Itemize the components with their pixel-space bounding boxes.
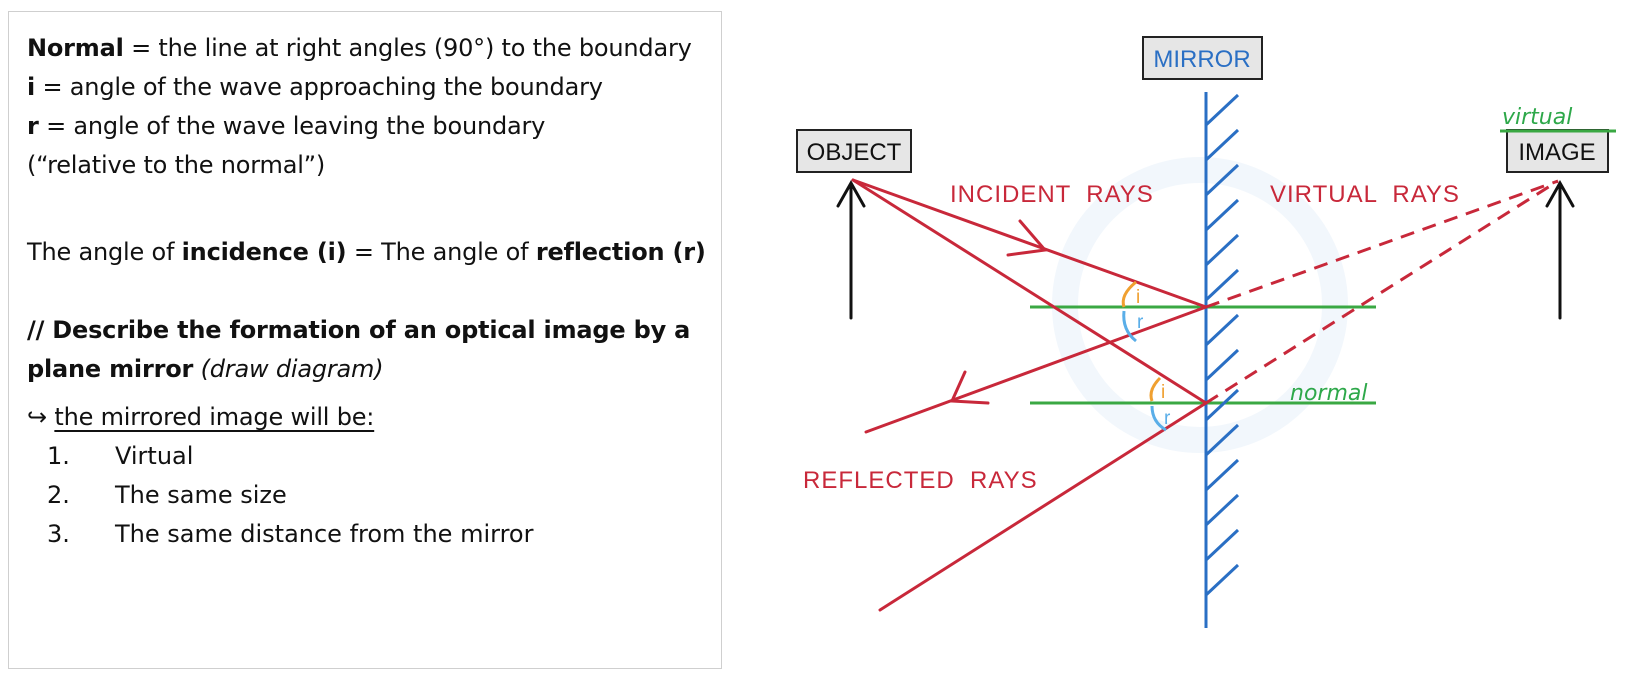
object-label-box bbox=[796, 129, 912, 173]
normal-def: = the line at right angles (90°) to the … bbox=[123, 34, 692, 62]
law-of-reflection: The angle of incidence (i) = The angle o… bbox=[27, 238, 706, 266]
relative-note: (“relative to the normal”) bbox=[27, 151, 326, 179]
r-definition: r = angle of the wave leaving the bounda… bbox=[27, 112, 545, 140]
virtual-rays bbox=[1205, 179, 1559, 405]
image-arrow bbox=[1545, 179, 1575, 320]
r-term: r bbox=[27, 112, 39, 140]
question-line-1: // Describe the formation of an optical … bbox=[27, 316, 690, 344]
watermark bbox=[1052, 157, 1348, 453]
i-term: i bbox=[27, 73, 36, 101]
question-bold: plane mirror bbox=[27, 355, 194, 383]
angle-r-label-upper: r bbox=[1137, 312, 1144, 333]
list-item-number: 1. bbox=[47, 442, 70, 470]
incident-rays bbox=[851, 178, 1208, 405]
r-def: = angle of the wave leaving the boundary bbox=[38, 112, 546, 140]
image-label: IMAGE bbox=[1518, 139, 1595, 166]
law-c: = The angle of bbox=[346, 238, 536, 266]
angle-i-label-upper: i bbox=[1136, 287, 1140, 308]
reflected-rays-label: REFLECTED RAYS bbox=[803, 467, 1038, 494]
mirror bbox=[1204, 92, 1240, 628]
reflected-rays bbox=[864, 305, 1208, 612]
question-italic: (draw diagram) bbox=[193, 355, 384, 383]
normal-definition: Normal = the line at right angles (90°) … bbox=[27, 34, 692, 62]
hook-arrow-icon: ↪ bbox=[27, 403, 47, 431]
mirrored-intro-text: the mirrored image will be: bbox=[54, 403, 375, 431]
image-label-box bbox=[1506, 129, 1609, 173]
list-item-number: 2. bbox=[47, 481, 70, 509]
angle-r-arc-upper bbox=[1122, 310, 1137, 343]
question-text: // Describe the formation of an optical … bbox=[27, 316, 691, 344]
mirrored-intro: ↪ the mirrored image will be: bbox=[27, 403, 374, 431]
angle-i-arc-upper bbox=[1121, 280, 1137, 308]
list-item-number: 3. bbox=[47, 520, 70, 548]
angle-i-label-lower: i bbox=[1161, 382, 1165, 403]
angle-r-label-lower: r bbox=[1164, 408, 1171, 429]
object-label: OBJECT bbox=[807, 139, 902, 166]
virtual-annotation: virtual bbox=[1502, 105, 1572, 130]
angle-i-arc-lower bbox=[1149, 376, 1162, 402]
question-line-2: plane mirror (draw diagram) bbox=[27, 355, 384, 383]
law-reflection: reflection (r) bbox=[535, 238, 706, 266]
mirror-label: MIRROR bbox=[1153, 46, 1250, 73]
angle-r-arc-lower bbox=[1150, 405, 1167, 432]
i-def: = angle of the wave approaching the boun… bbox=[35, 73, 603, 101]
law-incidence: incidence (i) bbox=[181, 238, 347, 266]
list-item: Virtual bbox=[115, 442, 194, 470]
list-item: The same size bbox=[115, 481, 287, 509]
i-definition: i = angle of the wave approaching the bo… bbox=[27, 73, 603, 101]
law-a: The angle of bbox=[27, 238, 182, 266]
object-arrow bbox=[836, 179, 866, 320]
normal-annotation: normal bbox=[1290, 381, 1367, 406]
notes-panel: Normal = the line at right angles (90°) … bbox=[8, 11, 722, 669]
normal-term: Normal bbox=[27, 34, 124, 62]
incident-rays-label: INCIDENT RAYS bbox=[950, 181, 1154, 208]
list-item: The same distance from the mirror bbox=[115, 520, 534, 548]
mirror-label-box bbox=[1142, 36, 1263, 80]
virtual-rays-label: VIRTUAL RAYS bbox=[1270, 181, 1460, 208]
